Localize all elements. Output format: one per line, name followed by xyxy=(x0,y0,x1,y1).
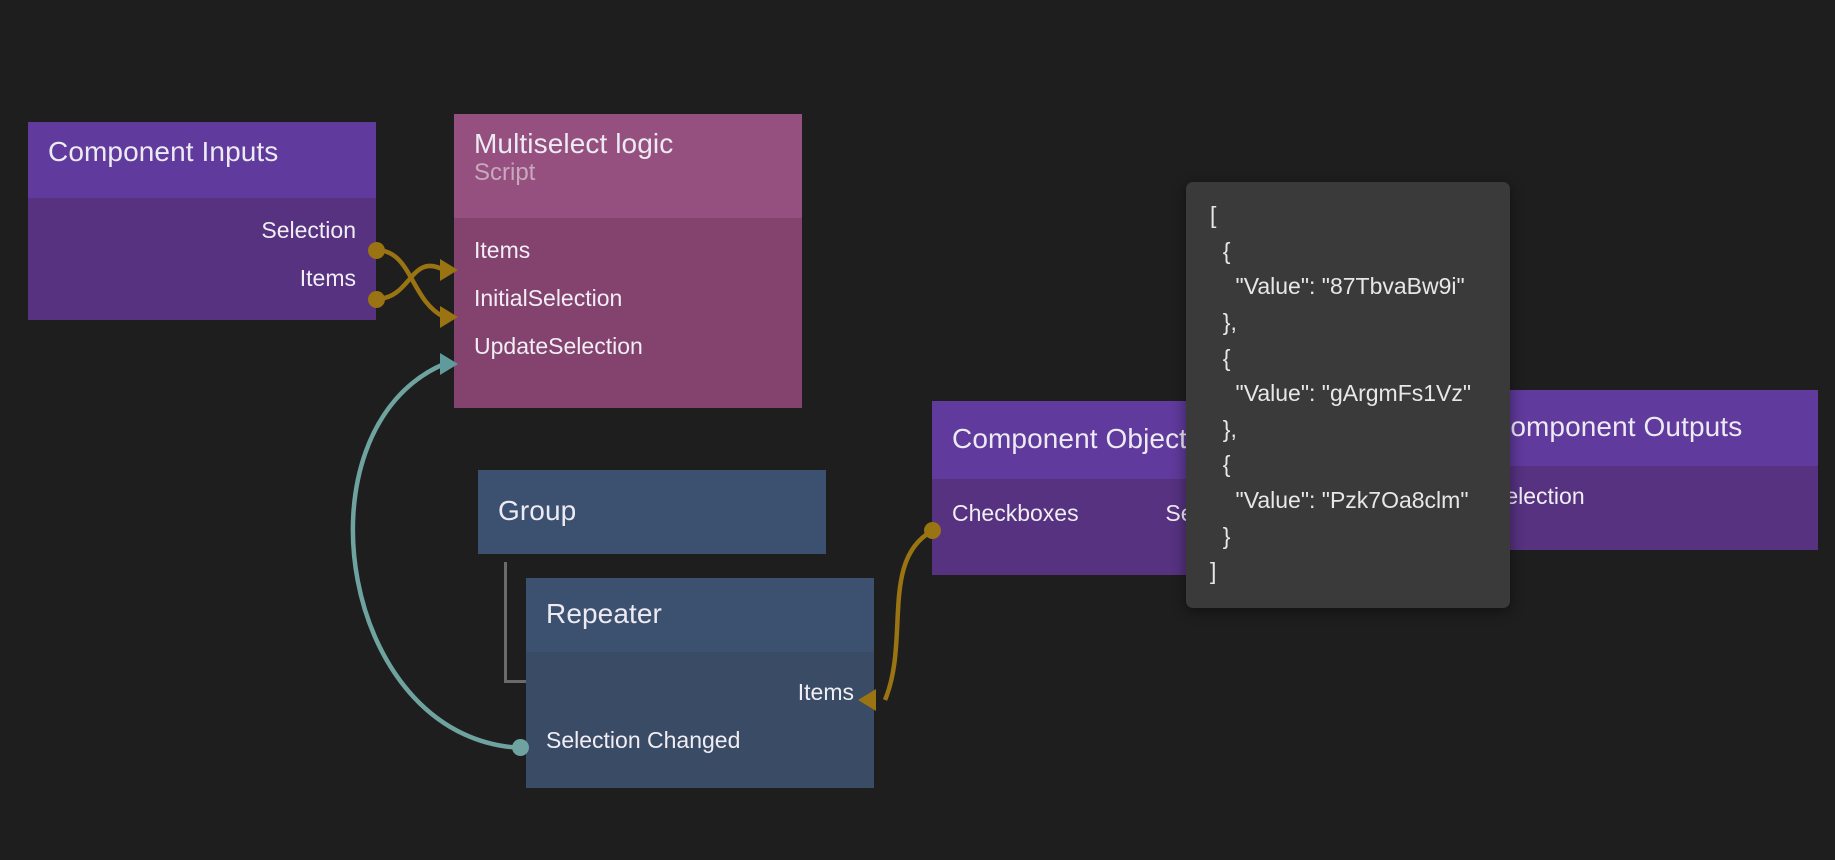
port-row-repeater-items[interactable]: Items xyxy=(526,668,874,716)
node-multiselect-logic[interactable]: Multiselect logic Script Items InitialSe… xyxy=(454,114,802,408)
node-body-component-inputs: Selection Items xyxy=(28,198,376,320)
node-title: Repeater xyxy=(546,598,662,630)
node-body-component-outputs: Selection xyxy=(1470,466,1818,550)
port-label-initialselection: InitialSelection xyxy=(474,284,623,311)
node-body-multiselect-logic: Items InitialSelection UpdateSelection xyxy=(454,218,802,408)
port-label-items: Items xyxy=(797,678,854,705)
wire-selectionchanged-to-updateselection xyxy=(350,361,529,751)
node-title: Component Object xyxy=(952,423,1188,455)
node-repeater[interactable]: Repeater Items Selection Changed xyxy=(526,578,874,788)
port-label-selection-changed: Selection Changed xyxy=(546,726,741,753)
port-row-initialselection-in[interactable]: InitialSelection xyxy=(454,274,802,322)
node-body-repeater: Items Selection Changed xyxy=(526,652,874,788)
node-title: Component Outputs xyxy=(1490,411,1743,443)
node-group[interactable]: Group xyxy=(478,470,826,554)
port-row-selection-out[interactable]: Selection xyxy=(28,206,376,254)
port-row-updateselection-in[interactable]: UpdateSelection xyxy=(454,322,802,370)
node-subtitle: Script xyxy=(474,159,536,187)
port-label-selection: Selection xyxy=(261,216,356,243)
node-title: Group xyxy=(498,495,577,527)
wire-items-to-items xyxy=(375,263,446,302)
port-label-items: Items xyxy=(299,264,356,291)
port-row-outputs-selection[interactable]: Selection xyxy=(1470,472,1818,520)
node-header-repeater: Repeater xyxy=(526,578,874,652)
node-title: Multiselect logic xyxy=(474,128,674,159)
node-header-group: Group xyxy=(478,470,826,554)
node-component-inputs[interactable]: Component Inputs Selection Items xyxy=(28,122,376,320)
port-label-items: Items xyxy=(474,236,531,263)
wire-selection-to-initialselection xyxy=(375,247,446,320)
node-title: Component Inputs xyxy=(48,136,279,167)
json-value-tooltip: [ { "Value": "87TbvaBw9i" }, { "Value": … xyxy=(1186,182,1510,609)
node-component-outputs[interactable]: Component Outputs Selection xyxy=(1470,390,1818,550)
node-header-component-outputs: Component Outputs xyxy=(1470,390,1818,466)
port-label-updateselection: UpdateSelection xyxy=(474,332,643,359)
json-tooltip-text: [ { "Value": "87TbvaBw9i" }, { "Value": … xyxy=(1210,202,1472,585)
port-row-items-in[interactable]: Items xyxy=(454,226,802,274)
port-row-items-out[interactable]: Items xyxy=(28,254,376,302)
port-label-checkboxes: Checkboxes xyxy=(952,499,1079,526)
node-header-multiselect-logic: Multiselect logic Script xyxy=(454,114,802,218)
node-header-component-inputs: Component Inputs xyxy=(28,122,376,198)
port-row-selection-changed[interactable]: Selection Changed xyxy=(526,716,874,764)
wire-repeateritems-to-checkboxes xyxy=(882,529,934,701)
